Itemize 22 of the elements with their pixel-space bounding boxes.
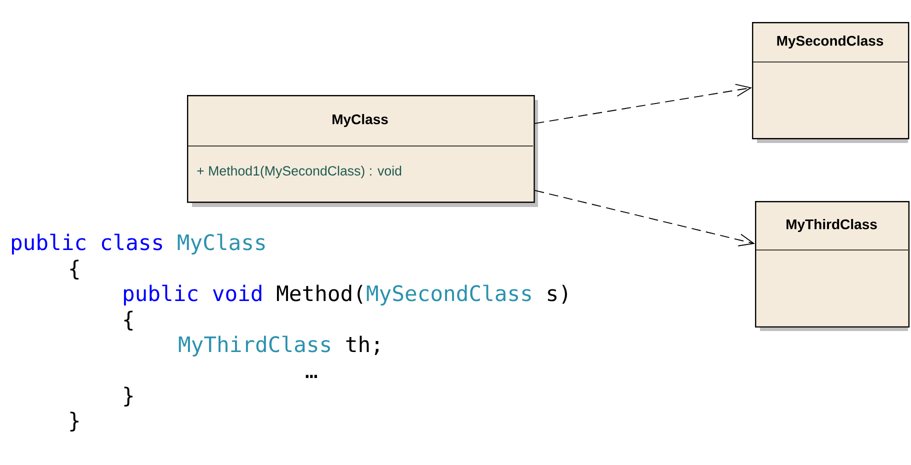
code-text: } bbox=[70, 412, 79, 432]
code-text: { bbox=[124, 310, 133, 330]
code-text: } bbox=[124, 386, 133, 406]
code-type-name: MySecondClass bbox=[366, 284, 531, 306]
code-text: Method( bbox=[276, 284, 362, 304]
code-text: … bbox=[306, 374, 317, 378]
class-box bbox=[754, 201, 910, 331]
code-text: s) bbox=[548, 284, 567, 304]
method-text: + Method1(MySecondClass) : void bbox=[197, 166, 402, 178]
class-name: MySecondClass bbox=[777, 35, 884, 49]
code-text: th; bbox=[346, 336, 378, 355]
code-type-name: MyThirdClass bbox=[178, 336, 330, 356]
class-box bbox=[186, 95, 538, 207]
code-text: { bbox=[70, 260, 79, 280]
class-name: MyClass bbox=[332, 114, 388, 128]
dependency-arrow bbox=[534, 190, 755, 246]
class-box bbox=[752, 22, 910, 143]
code-type-name: MyClass bbox=[178, 234, 265, 254]
code-keyword: public class bbox=[12, 234, 162, 254]
code-keyword: public void bbox=[124, 284, 262, 306]
class-name: MyThirdClass bbox=[786, 218, 877, 232]
dependency-arrow bbox=[534, 84, 752, 124]
